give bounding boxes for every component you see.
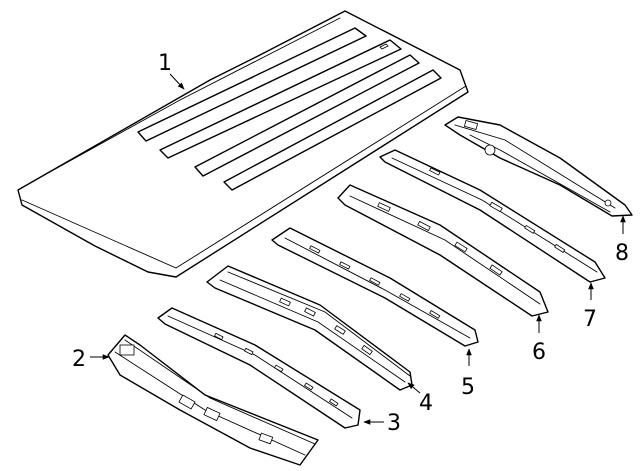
roof-bow-6 [337, 184, 549, 317]
roof-bow-7 [379, 149, 606, 283]
callout-5: 5 [461, 375, 475, 400]
leader-4 [407, 382, 421, 394]
rear-header [444, 116, 633, 217]
leader-1 [169, 73, 185, 90]
callout-6: 6 [532, 340, 546, 365]
roof-panel [17, 10, 469, 278]
callout-4: 4 [419, 391, 433, 416]
callout-3: 3 [387, 411, 401, 436]
roof-bow-3 [157, 307, 361, 429]
callout-7: 7 [583, 307, 597, 332]
callout-8: 8 [615, 241, 629, 266]
callout-1: 1 [158, 51, 172, 76]
roof-bow-5 [271, 227, 479, 347]
callout-2: 2 [72, 347, 86, 372]
front-header [107, 334, 319, 466]
leader-lines [90, 73, 626, 425]
callout-numbers: 1 2 3 4 5 6 7 8 [72, 51, 629, 436]
